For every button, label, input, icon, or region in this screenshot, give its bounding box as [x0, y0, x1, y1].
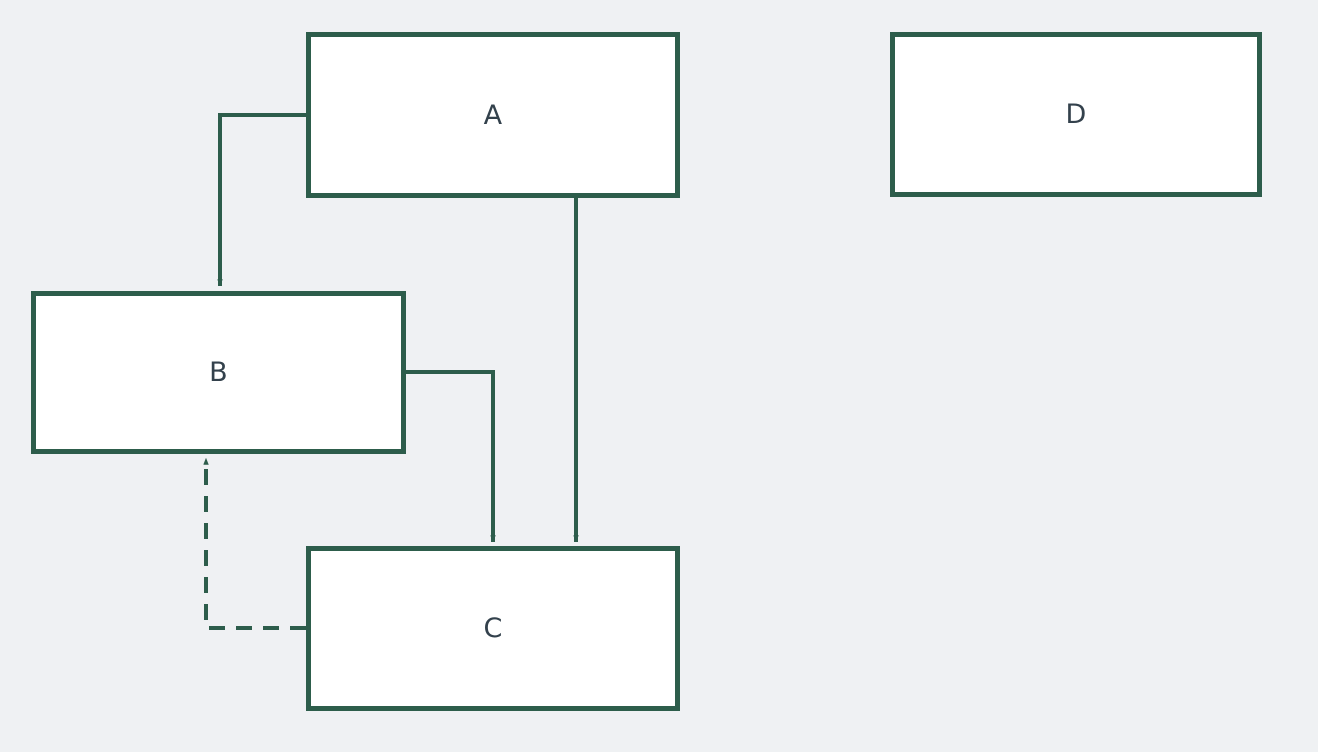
edge-group	[203, 113, 579, 630]
node-d-label: D	[1065, 99, 1087, 130]
edge-a-to-b[interactable]	[217, 113, 306, 287]
node-c[interactable]: C	[306, 546, 680, 711]
node-a-label: A	[483, 99, 503, 131]
node-d[interactable]: D	[890, 32, 1262, 197]
node-b[interactable]: B	[31, 291, 406, 454]
node-c-label: C	[483, 613, 503, 644]
node-a[interactable]: A	[306, 32, 680, 198]
edge-c-to-b-dashed[interactable]	[203, 457, 306, 630]
node-b-label: B	[209, 357, 228, 388]
edge-b-to-c[interactable]	[406, 370, 496, 543]
